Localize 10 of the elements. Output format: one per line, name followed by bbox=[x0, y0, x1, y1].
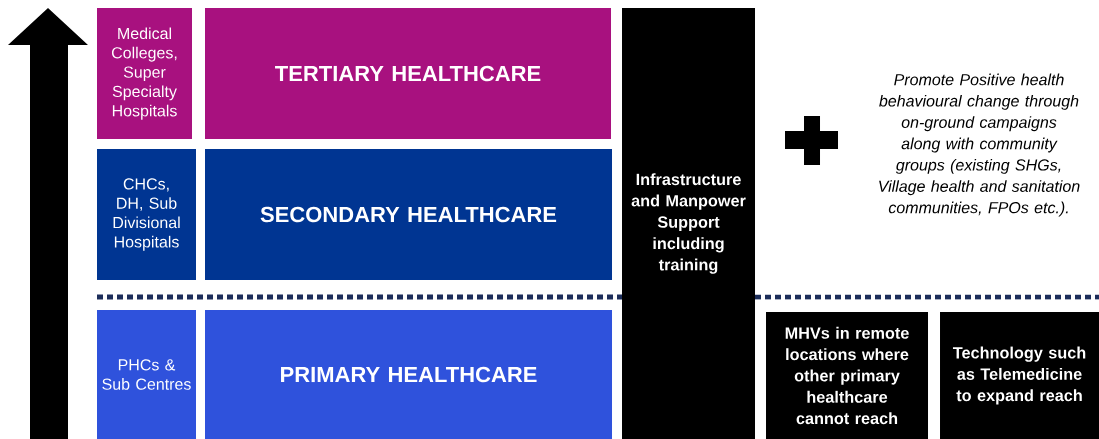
support-box: Infrastructure and Manpower Support including training bbox=[622, 8, 755, 439]
note-text: Promote Positive health behavioural change through on-ground campaigns along with community groups (existing SHGs, Village health and sanitation communities, FPOs etc.). bbox=[879, 73, 1080, 217]
level-facilities-box: CHCs, DH, Sub Divisional Hospitals bbox=[97, 149, 196, 280]
level-facilities-box: Medical Colleges, Super Specialty Hospitals bbox=[97, 8, 192, 139]
level-box: SECONDARY HEALTHCARE bbox=[205, 149, 612, 280]
level-box: PRIMARY HEALTHCARE bbox=[205, 310, 612, 439]
level-facilities-box: PHCs & Sub Centres bbox=[97, 310, 196, 439]
support-box: MHVs in remote locations where other primary healthcare cannot reach bbox=[766, 312, 928, 439]
support-box: Technology such as Telemedicine to expand reach bbox=[940, 312, 1099, 439]
level-box: TERTIARY HEALTHCARE bbox=[205, 8, 611, 139]
